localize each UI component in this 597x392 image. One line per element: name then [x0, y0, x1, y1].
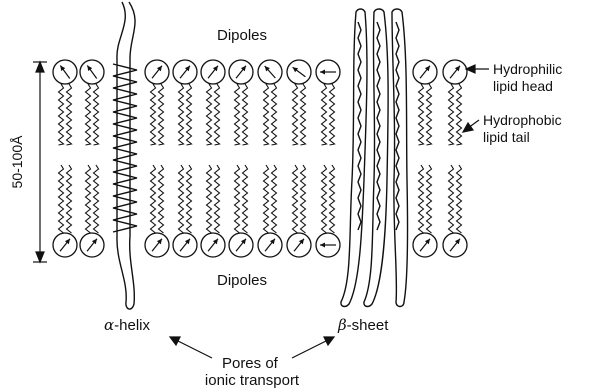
lipid-tail — [187, 165, 192, 233]
lipid-tail — [179, 84, 184, 145]
lipid-tail — [427, 165, 432, 233]
alpha-helix-label: α-helix — [104, 316, 150, 334]
lipid-tail — [215, 84, 220, 145]
lipid-tail — [419, 84, 424, 145]
lipid-tail — [59, 165, 64, 233]
beta-sheet-label: β-sheet — [337, 316, 389, 334]
alpha-helix-protein — [113, 2, 137, 309]
lipid-tail — [235, 84, 240, 145]
lipid-tail — [187, 84, 192, 145]
hydrophilic-head-label: Hydrophilic lipid head — [493, 61, 566, 94]
lipid-tail — [215, 165, 220, 233]
hydrophobic-tail-label: Hydrophobic lipid tail — [483, 112, 566, 145]
lipid-tail — [457, 165, 462, 233]
thickness-label: 50-100Å — [9, 135, 25, 189]
lipid-tail — [159, 84, 164, 145]
beta-sheet-protein — [341, 9, 408, 307]
lipid-tail — [449, 165, 454, 233]
lipid-tail — [151, 165, 156, 233]
lipid-tail — [449, 84, 454, 145]
lipid-tail — [272, 84, 277, 145]
lipid-tail — [207, 165, 212, 233]
lipid-tail — [67, 165, 72, 233]
lipid-tail — [59, 84, 64, 145]
lipid-tail — [67, 84, 72, 145]
lipid-bilayer — [53, 60, 467, 257]
lipid-tail — [207, 84, 212, 145]
label-arrows — [170, 65, 489, 358]
lipid-tail — [94, 84, 99, 145]
dipoles-top-label: Dipoles — [217, 27, 267, 44]
lipid-tail — [243, 84, 248, 145]
lipid-tail — [86, 165, 91, 233]
lipid-tail — [151, 84, 156, 145]
lipid-tail — [301, 84, 306, 145]
lipid-tail — [94, 165, 99, 233]
lipid-tail — [243, 165, 248, 233]
lipid-tail — [86, 84, 91, 145]
thickness-dimension — [33, 62, 47, 262]
dipoles-bottom-label: Dipoles — [217, 272, 267, 289]
lipid-tail — [264, 165, 269, 233]
lipid-tail — [235, 165, 240, 233]
lipid-tail — [293, 165, 298, 233]
lipid-tail — [272, 165, 277, 233]
lipid-tail — [322, 84, 327, 145]
lipid-tail — [330, 165, 335, 233]
lipid-tail — [322, 165, 327, 233]
lipid-tail — [159, 165, 164, 233]
lipid-tail — [179, 165, 184, 233]
lipid-tail — [330, 84, 335, 145]
lipid-tail — [293, 84, 298, 145]
pores-label: Pores of ionic transport — [205, 355, 300, 389]
lipid-tail — [427, 84, 432, 145]
lipid-tail — [457, 84, 462, 145]
lipid-tail — [419, 165, 424, 233]
lipid-tail — [264, 84, 269, 145]
lipid-tail — [301, 165, 306, 233]
